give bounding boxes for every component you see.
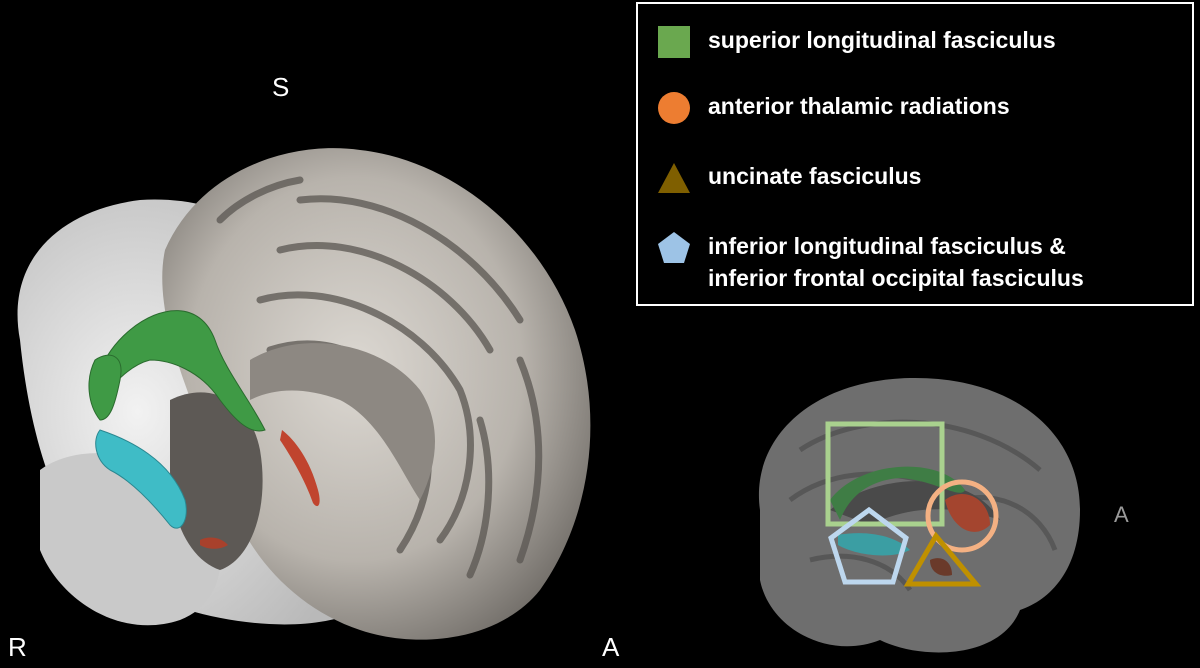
orange-circle-icon [658,92,690,124]
sagittal-ilf-tract [838,533,910,556]
slf-tract [88,310,266,432]
orientation-label-right: R [8,632,27,662]
sagittal-slf-tract [830,466,965,520]
uf-highlight-triangle [903,531,982,587]
legend-item-slf: superior longitudinal fasciculus [656,24,1056,60]
orientation-label-anterior-sagittal: A [1114,502,1129,527]
sagittal-brain-outline [758,377,1080,653]
blue-pentagon-icon [658,232,690,263]
brain-3d-render [17,148,591,640]
uf-tract [200,537,228,549]
legend-label-ilf: inferior longitudinal fasciculus & [708,233,1066,259]
sagittal-atr-tract [945,494,990,532]
ilf-ifof-highlight-pentagon [828,506,909,585]
atr-highlight-circle [925,479,999,553]
legend-item-atr: anterior thalamic radiations [656,90,1010,126]
atr-tract [280,430,320,507]
legend-label-slf: superior longitudinal fasciculus [708,27,1056,53]
orientation-label-anterior: A [602,632,620,662]
brain-sagittal-view [758,377,1080,653]
brainstem [170,392,263,570]
green-square-icon [658,26,690,58]
orientation-label-superior: S [272,72,290,102]
ilf-ifof-tract [95,429,187,529]
legend-item-uf: uncinate fasciculus [656,160,921,196]
legend-item-ilf-ifof: inferior longitudinal fasciculus & infer… [656,230,1084,294]
legend-label-atr: anterior thalamic radiations [708,93,1010,119]
legend-box: superior longitudinal fasciculus anterio… [636,2,1194,306]
legend-label-uf: uncinate fasciculus [708,163,922,189]
brown-triangle-icon [658,163,690,193]
corpus-callosum [250,343,435,500]
legend-label-ifof: inferior frontal occipital fasciculus [708,265,1084,291]
sagittal-uf-tract [930,558,952,576]
